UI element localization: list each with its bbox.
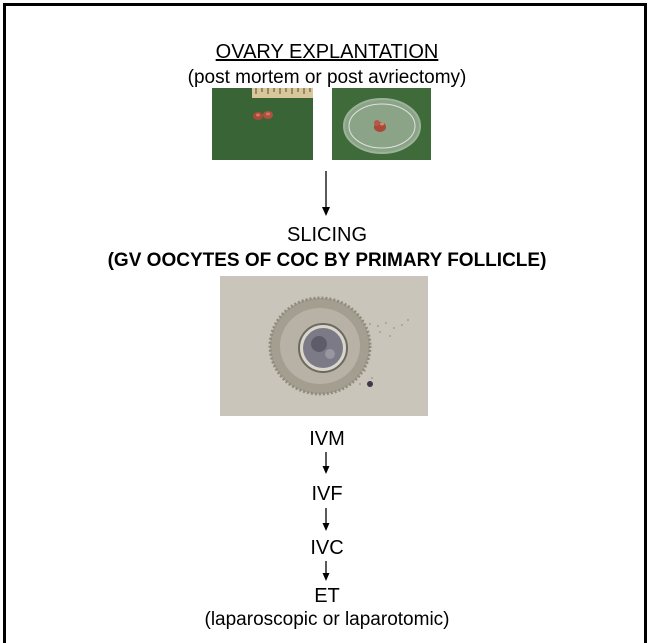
- slicing-step-note: (GV OOCYTES OF COC BY PRIMARY FOLLICLE): [0, 251, 654, 270]
- et-step: ET: [0, 586, 654, 606]
- slicing-step: SLICING: [0, 225, 654, 245]
- et-step-note: (laparoscopic or laparotomic): [0, 610, 654, 629]
- ovary-in-petri-dish-photo: [332, 88, 431, 160]
- ovary-explantation-note: (post mortem or post avriectomy): [0, 68, 654, 87]
- arrow-down-icon: [321, 452, 331, 474]
- arrow-down-icon: [321, 171, 331, 216]
- ovaries-on-board-photo: [212, 88, 313, 160]
- ivf-step: IVF: [0, 484, 654, 504]
- arrow-down-icon: [321, 561, 331, 581]
- ivc-step: IVC: [0, 538, 654, 558]
- ivm-step: IVM: [0, 429, 654, 449]
- oocyte-micrograph: [220, 276, 428, 416]
- ovary-explantation-title: OVARY EXPLANTATION: [0, 42, 654, 62]
- arrow-down-icon: [321, 508, 331, 531]
